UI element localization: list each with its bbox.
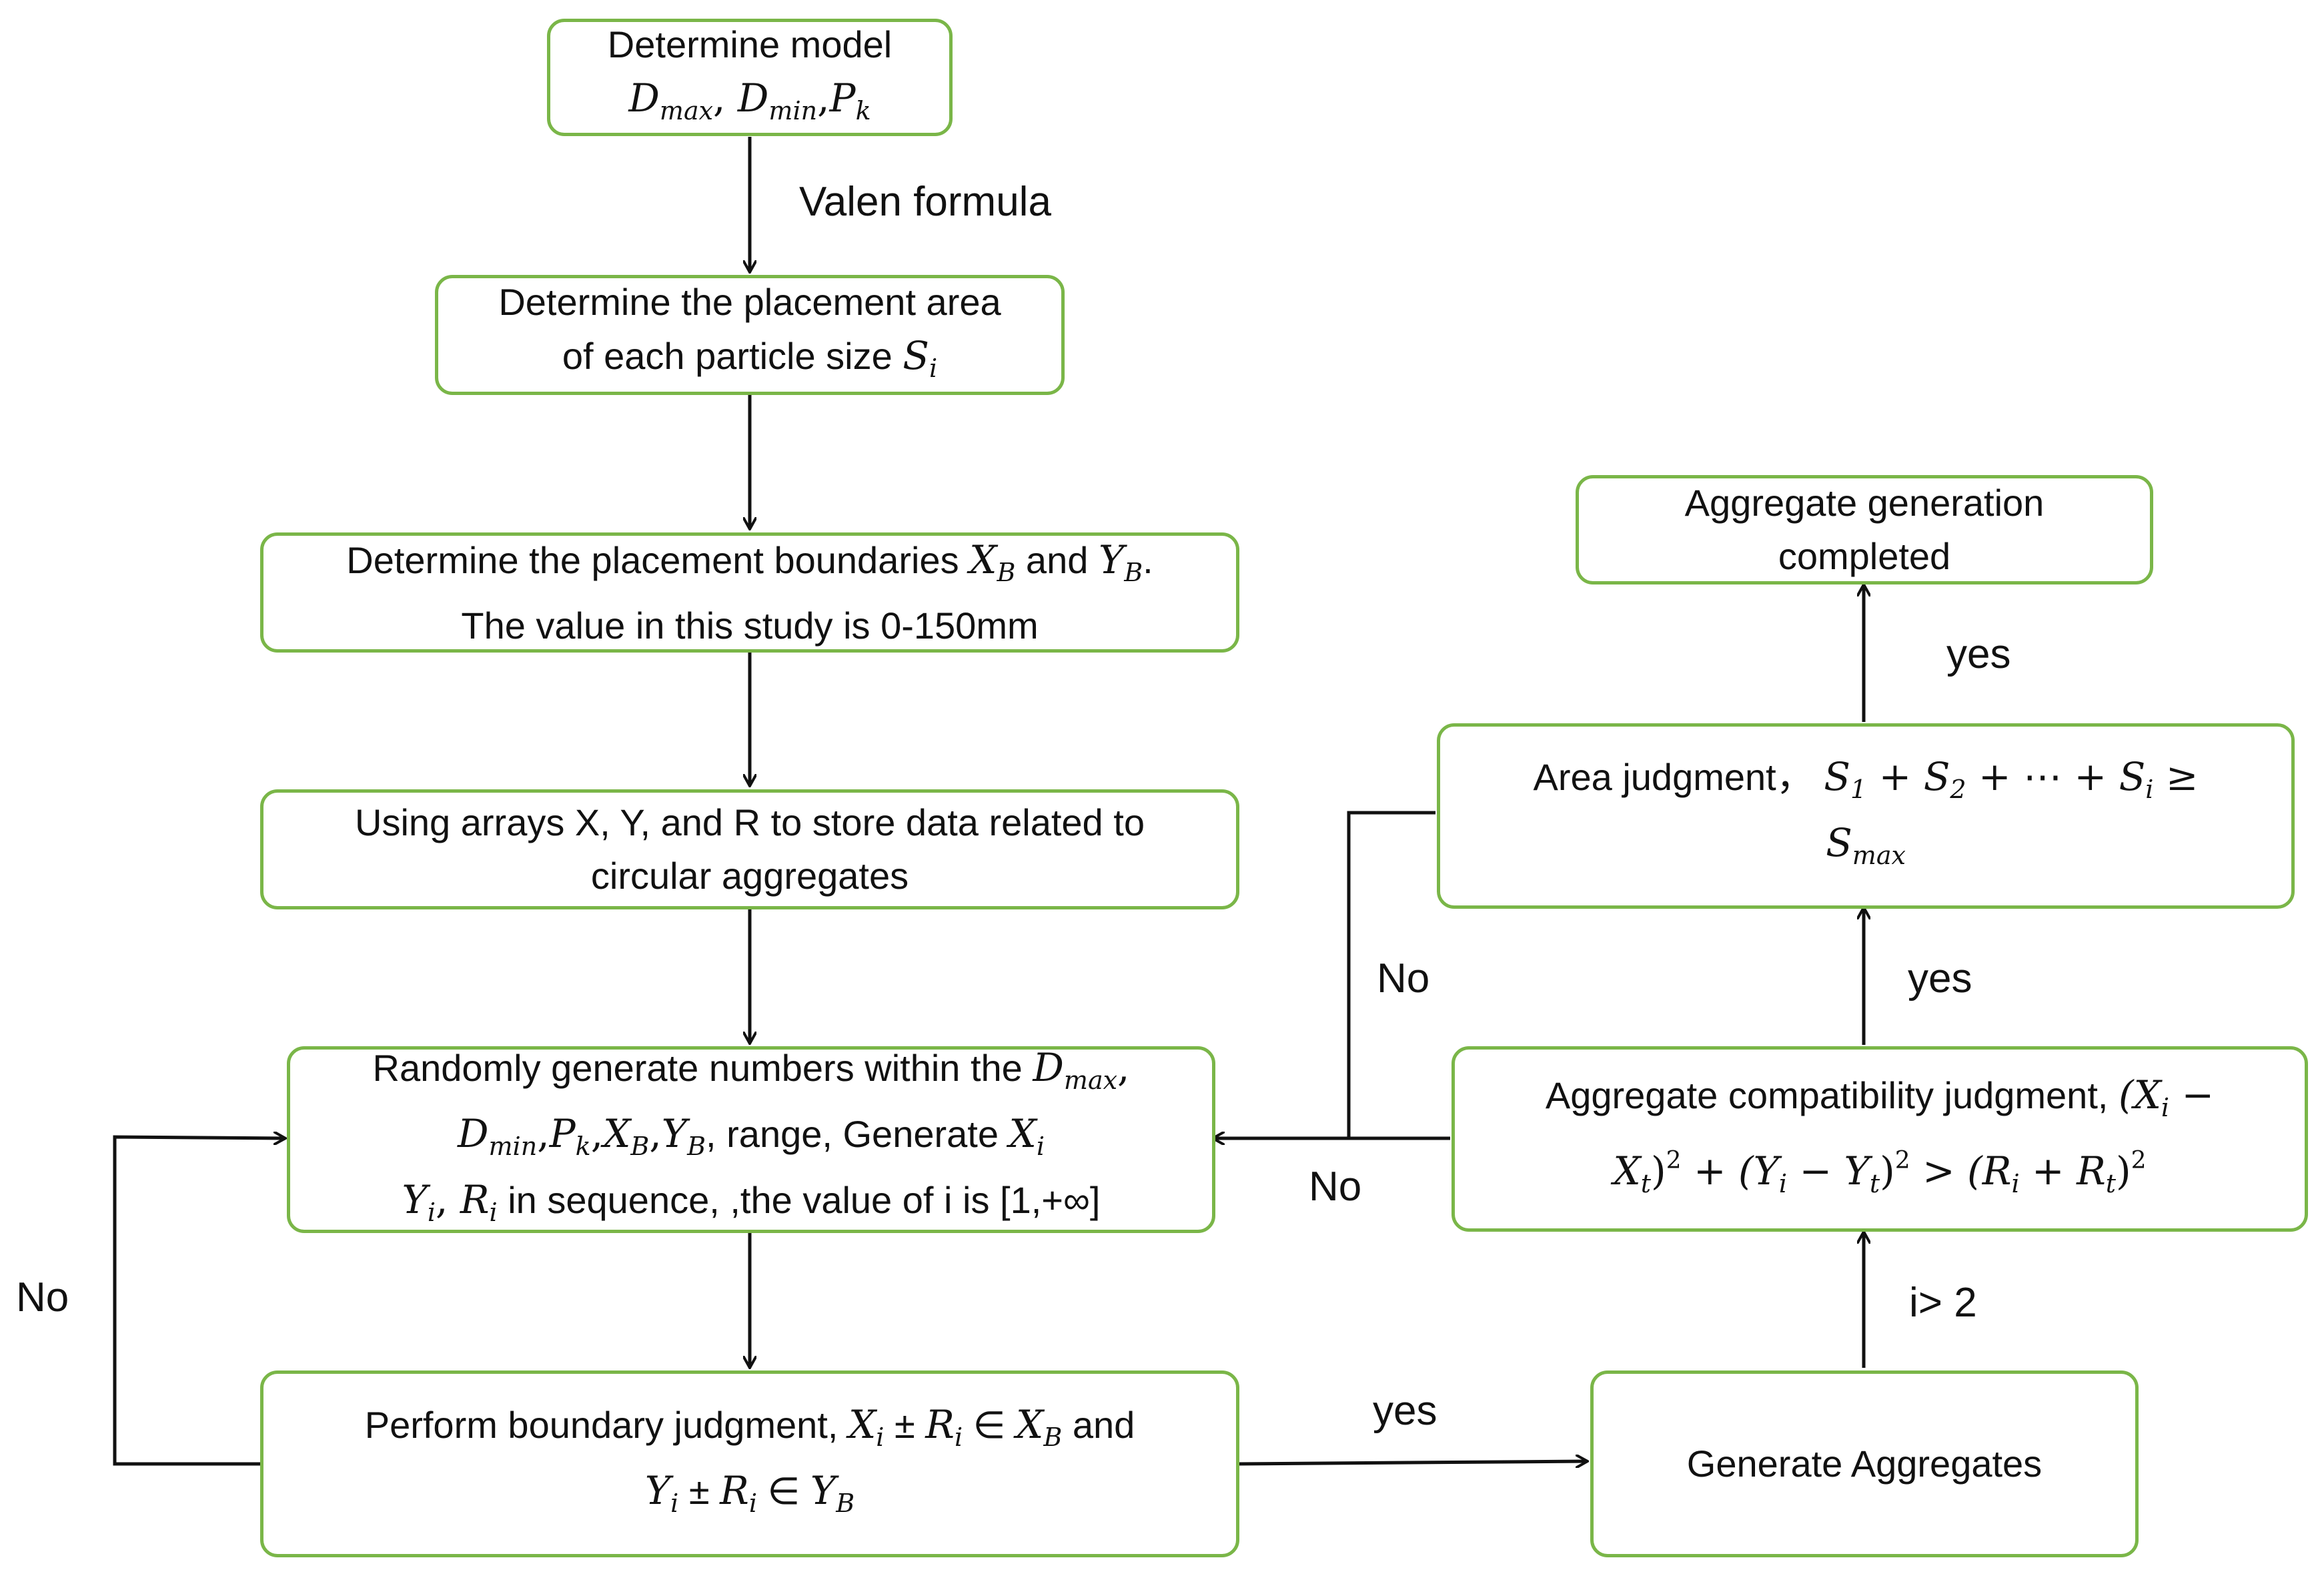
node-generation-completed: Aggregate generation completed: [1576, 475, 2153, 584]
node-placement-boundaries-line2: The value in this study is 0-150mm: [461, 604, 1039, 647]
node-area-judgment-line1: Area judgment， S1 + S2 + ⋯ + Si ≥: [1533, 754, 2199, 804]
node-placement-boundaries-line1: Determine the placement boundaries XB an…: [346, 536, 1153, 587]
node-determine-model-line1: Determine model: [607, 23, 893, 65]
node-generation-completed-line2: completed: [1778, 535, 1951, 577]
label-no-compat: No: [1309, 1164, 1362, 1210]
node-generation-completed-line1: Aggregate generation: [1684, 482, 2045, 524]
node-placement-area-line2: of each particle size Si: [562, 332, 938, 383]
label-yes-boundary: yes: [1373, 1388, 1437, 1434]
node-area-judgment: Area judgment， S1 + S2 + ⋯ + Si ≥ Smax: [1437, 723, 2295, 909]
label-no-left: No: [16, 1274, 69, 1320]
node-random-generate-line1: Randomly generate numbers within the Dma…: [372, 1044, 1130, 1095]
arrow-boundary-no-loop: [113, 1137, 285, 1466]
label-i-greater-2: i> 2: [1909, 1280, 1977, 1326]
node-placement-area: Determine the placement area of each par…: [435, 275, 1065, 395]
label-yes-area: yes: [1946, 631, 2011, 677]
arrow-boundary-yes-to-generate: [1237, 1461, 1588, 1464]
node-random-generate-line3: Yi, Ri in sequence, ,the value of i is […: [402, 1176, 1101, 1227]
node-determine-model-formula: Dmax, Dmin,Pk: [628, 75, 871, 125]
label-no-area: No: [1377, 955, 1430, 1002]
node-generate-aggregates: Generate Aggregates: [1590, 1370, 2139, 1557]
label-yes-compat: yes: [1908, 955, 1972, 1002]
line-area-no-return: [1347, 811, 1435, 1138]
node-placement-area-line1: Determine the placement area: [498, 280, 1001, 323]
node-placement-boundaries: Determine the placement boundaries XB an…: [260, 532, 1239, 653]
node-arrays: Using arrays X, Y, and R to store data r…: [260, 789, 1239, 909]
node-generate-aggregates-label: Generate Aggregates: [1686, 1443, 2043, 1485]
node-random-generate-line2: Dmin,Pk,XB,YB, range, Generate Xi: [458, 1110, 1045, 1161]
node-boundary-judgment-line1: Perform boundary judgment, Xi ± Ri ∈ XB …: [364, 1402, 1135, 1452]
node-determine-model: Determine model Dmax, Dmin,Pk: [547, 19, 953, 136]
node-random-generate: Randomly generate numbers within the Dma…: [287, 1045, 1215, 1233]
node-arrays-line2: circular aggregates: [590, 855, 909, 897]
node-boundary-judgment: Perform boundary judgment, Xi ± Ri ∈ XB …: [260, 1370, 1239, 1557]
node-boundary-judgment-line2: Yi ± Ri ∈ YB: [644, 1468, 855, 1518]
node-area-judgment-line2: Smax: [1826, 820, 1906, 870]
node-compatibility-judgment: Aggregate compatibility judgment, (Xi − …: [1451, 1046, 2308, 1232]
node-compatibility-judgment-line1: Aggregate compatibility judgment, (Xi −: [1545, 1072, 2215, 1122]
node-arrays-line1: Using arrays X, Y, and R to store data r…: [355, 801, 1145, 843]
node-compatibility-judgment-line2: Xt)2 + (Yi − Yt)2 > (Ri + Rt)2: [1613, 1146, 2147, 1198]
label-valen-formula: Valen formula: [799, 179, 1051, 225]
